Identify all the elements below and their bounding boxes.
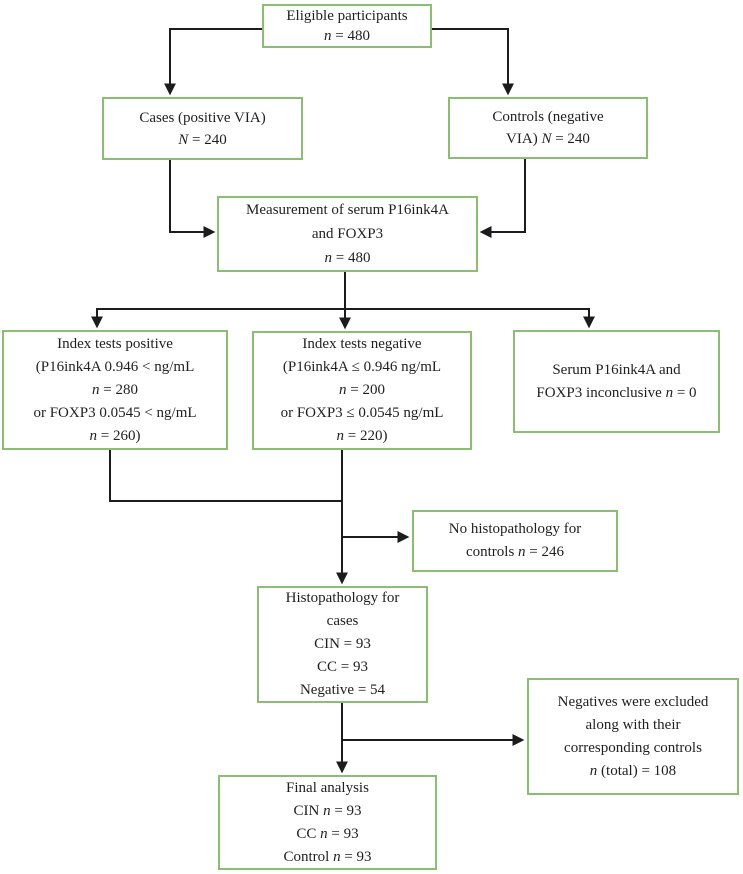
edge-eligible-to-controls: [432, 28, 514, 96]
box-cases-positive-via: Cases (positive VIA)N = 240: [102, 97, 303, 160]
edge-cases-to-measurement: [169, 160, 216, 238]
box-cases-positive-via-text: Cases (positive VIA)N = 240: [139, 109, 266, 148]
box-index-tests-negative: Index tests negative(P16ink4A ≤ 0.946 ng…: [252, 331, 472, 450]
box-index-tests-negative-text: Index tests negative(P16ink4A ≤ 0.946 ng…: [280, 336, 444, 444]
edge-controls-to-measurement: [479, 159, 526, 238]
box-index-tests-positive-text: Index tests positive(P16ink4A 0.946 < ng…: [33, 335, 197, 444]
edge-eligible-to-cases: [164, 28, 262, 96]
edge-index-positive-merge: [109, 450, 343, 502]
box-index-tests-positive: Index tests positive(P16ink4A 0.946 < ng…: [2, 330, 228, 450]
